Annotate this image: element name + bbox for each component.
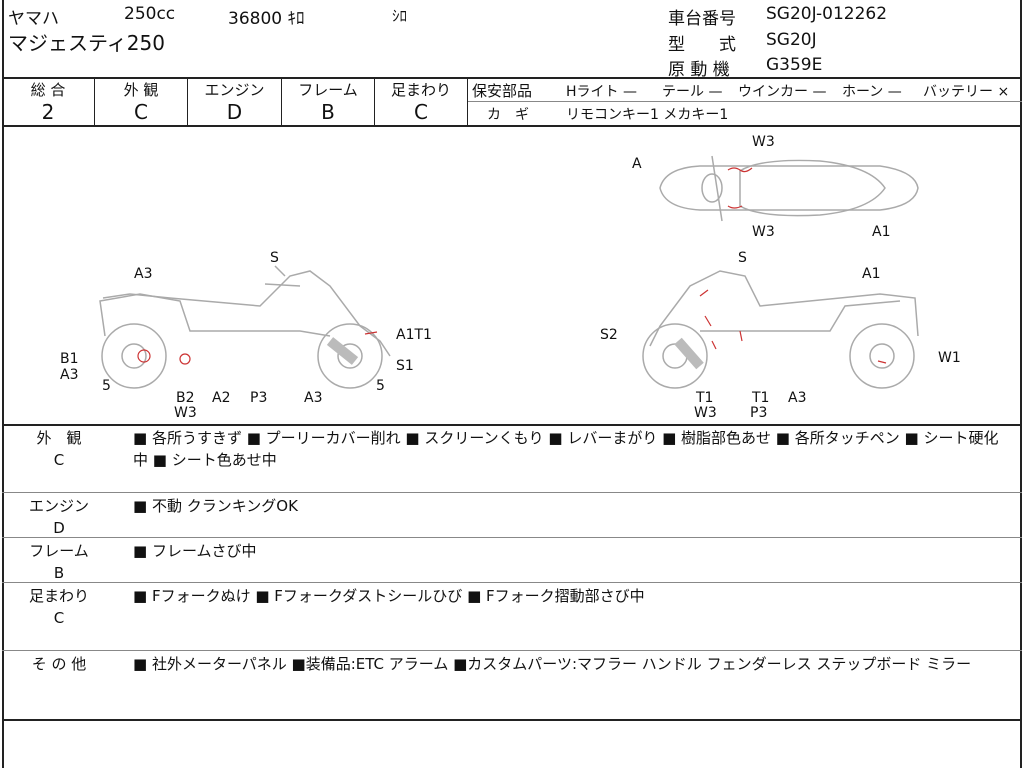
diagram-label: 5	[376, 378, 385, 394]
divider	[2, 650, 1022, 651]
diagram-label: A	[632, 156, 642, 172]
divider	[94, 77, 95, 126]
diagram-label: T1	[695, 390, 713, 406]
note-engine-text: ■ 不動 クランキングOK	[133, 497, 298, 515]
scooter-right-view	[642, 270, 919, 389]
grade-frame-label: フレーム	[298, 81, 358, 99]
divider	[468, 101, 1022, 102]
key-label: カ ギ	[487, 107, 529, 123]
damage-marks-side	[137, 289, 887, 365]
grade-frame-value: B	[321, 100, 335, 124]
diagram-label: A3	[304, 390, 322, 406]
diagram-labels-top: A W3 W3 A1	[632, 134, 890, 240]
type-value: SG20J	[766, 30, 817, 50]
note-label: フレーム	[29, 542, 89, 560]
grade-suspension-label: 足まわり	[390, 81, 451, 99]
diagram-label: A3	[60, 367, 78, 383]
engine-value: G359E	[766, 55, 823, 75]
grade-engine-value: D	[226, 100, 243, 124]
divider	[467, 77, 468, 126]
note-suspension-text: ■ Fフォークぬけ ■ Fフォークダストシールひび ■ Fフォーク摺動部さび中	[133, 587, 645, 605]
diagram-label: S2	[600, 327, 618, 343]
grade-total-label: 総 合	[30, 81, 66, 99]
diagram-label: W3	[694, 405, 717, 421]
safety-battery: バッテリー ×	[923, 84, 1010, 100]
diagram-label: B1	[60, 351, 79, 367]
note-frame-label: フレーム B	[14, 540, 104, 584]
diagram-labels-left: S A3 A1T1 B1 A3 S1 5 B2 W3 A2 P3 A3 5	[60, 250, 432, 421]
model-name: マジェスティ250	[8, 31, 165, 55]
note-grade: D	[53, 519, 65, 537]
damage-diagram: A W3 W3 A1 S A3 A1T1 B1 A3 S1 5 B2 W3 A2…	[60, 134, 961, 421]
scooter-left-view	[99, 265, 391, 389]
maker: ヤマハ	[8, 9, 59, 29]
diagram-label: W3	[752, 224, 775, 240]
diagram-label: W3	[752, 134, 775, 150]
note-frame-text: ■ フレームさび中	[133, 542, 257, 560]
safety-tail: テール —	[662, 84, 723, 100]
divider	[2, 582, 1022, 583]
diagram-label: S1	[396, 358, 414, 374]
divider	[2, 125, 1022, 127]
diagram-labels-right: S A1 S2 W1 T1 W3 T1 P3 A3	[600, 250, 961, 421]
diagram-label: P3	[250, 390, 267, 406]
diagram-label: A3	[788, 390, 806, 406]
diagram-label: B2	[176, 390, 195, 406]
color: ｼﾛ	[392, 7, 408, 25]
diagram-label: S	[270, 250, 279, 266]
divider	[281, 77, 282, 126]
note-exterior-label: 外 観 C	[14, 427, 104, 471]
grade-engine-label: エンジン	[204, 81, 265, 99]
diagram-label: A3	[134, 266, 152, 282]
note-other-label: そ の 他	[14, 653, 104, 675]
grade-total-value: 2	[41, 100, 55, 124]
safety-horn: ホーン —	[842, 84, 902, 100]
divider	[2, 424, 1022, 426]
safety-label: 保安部品	[472, 82, 533, 100]
divider	[2, 492, 1022, 493]
divider	[374, 77, 375, 126]
note-exterior-text: ■ 各所うすきず ■ プーリーカバー削れ ■ スクリーンくもり ■ レバーまがり…	[133, 429, 999, 469]
type-label: 型 式	[668, 35, 736, 55]
diagram-label: W1	[938, 350, 961, 366]
note-label: 外 観	[36, 429, 82, 447]
diagram-label: 5	[102, 378, 111, 394]
diagram-label: P3	[750, 405, 767, 421]
diagram-label: T1	[751, 390, 769, 406]
displacement: 250cc	[124, 4, 176, 24]
note-label: そ の 他	[31, 655, 87, 673]
note-suspension-label: 足まわり C	[14, 585, 104, 629]
key-value: リモコンキー1 メカキー1	[566, 107, 729, 123]
frame-no: SG20J-012262	[766, 4, 888, 24]
note-other-text: ■ 社外メーターパネル ■装備品:ETC アラーム ■カスタムパーツ:マフラー …	[133, 655, 972, 673]
grade-suspension-value: C	[414, 100, 428, 124]
note-grade: C	[53, 609, 65, 627]
divider	[2, 77, 1022, 79]
divider	[187, 77, 188, 126]
note-label: エンジン	[28, 497, 89, 515]
grade-exterior-label: 外 観	[123, 81, 159, 99]
diagram-label: S	[738, 250, 747, 266]
note-label: 足まわり	[28, 587, 89, 605]
diagram-label: A1	[872, 224, 890, 240]
safety-headlight: Hライト —	[566, 84, 637, 100]
diagram-label: A2	[212, 390, 230, 406]
diagram-label: A1	[862, 266, 880, 282]
diagram-label: W3	[174, 405, 197, 421]
engine-label: 原 動 機	[668, 60, 730, 80]
note-grade: C	[53, 451, 65, 469]
note-grade: B	[53, 564, 65, 582]
diagram-label: A1T1	[396, 327, 432, 343]
mileage: 36800 ｷﾛ	[228, 9, 305, 29]
divider	[2, 537, 1022, 538]
frame-no-label: 車台番号	[668, 9, 736, 29]
grade-exterior-value: C	[134, 100, 148, 124]
note-engine-label: エンジン D	[14, 495, 104, 539]
safety-winker: ウインカー —	[738, 84, 827, 100]
divider	[2, 719, 1022, 721]
scooter-top-view	[659, 155, 919, 222]
damage-marks-top	[727, 167, 753, 209]
